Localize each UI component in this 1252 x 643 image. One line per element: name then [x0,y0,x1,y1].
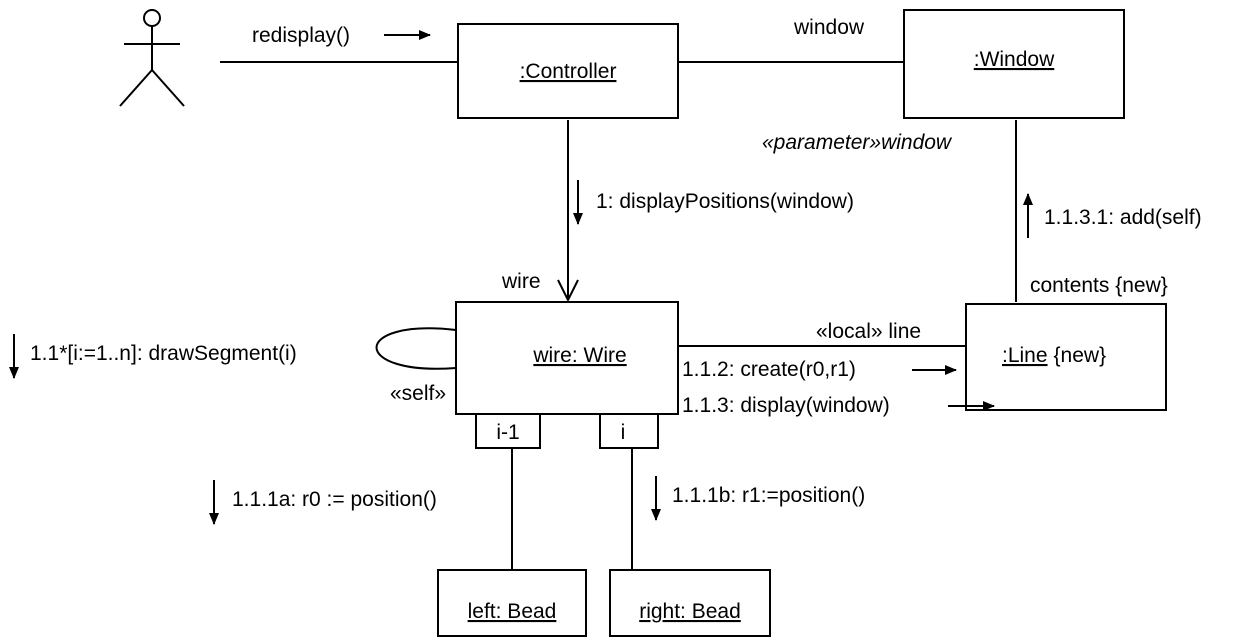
line-contents-label: contents {new} [1030,274,1168,297]
right-bead-object: right: Bead [609,569,771,637]
controller-object: :Controller [457,23,679,119]
svg-text:i-1: i-1 [496,421,519,444]
m1-1-message: 1.1*[i:=1..n]: drawSegment(i) [30,342,297,365]
right-qualifier: i [599,413,659,449]
navigability-arrowhead [557,279,579,303]
wire-object: wire: Wire [455,301,679,415]
redisplay-message: redisplay() [252,24,350,47]
m1-1-1a-message: 1.1.1a: r0 := position() [232,488,437,511]
left-qualifier: i-1 [475,413,541,449]
local-line-label: «local» line [816,320,921,343]
right-bead-object-label: right: Bead [639,600,741,623]
window-object: :Window [903,9,1125,119]
self-link-loop [375,327,457,370]
window-object-label: :Window [974,48,1055,71]
m1-1-1-3-1-message: 1.1.3.1: add(self) [1044,206,1202,229]
m1-message: 1: displayPositions(window) [596,190,854,213]
self-label: «self» [390,382,446,405]
actor-stick-figure [119,9,185,107]
window-parameter-label: «parameter»window [762,131,953,154]
left-bead-object: left: Bead [437,569,587,637]
controller-window-role-label: window [793,16,865,39]
line-object: :Line{new} [965,303,1167,411]
left-bead-object-label: left: Bead [468,600,557,623]
m1-1-2-message: 1.1.2: create(r0,r1) [682,358,856,381]
controller-object-label: :Controller [520,60,617,83]
wire-role-label: wire [501,270,541,293]
wire-object-label: wire: Wire [532,344,626,367]
m1-1-1b-message: 1.1.1b: r1:=position() [672,484,865,507]
line-object-label: :Line{new} [1002,344,1106,367]
m1-1-3-message: 1.1.3: display(window) [682,394,890,417]
svg-text:i: i [621,421,626,444]
